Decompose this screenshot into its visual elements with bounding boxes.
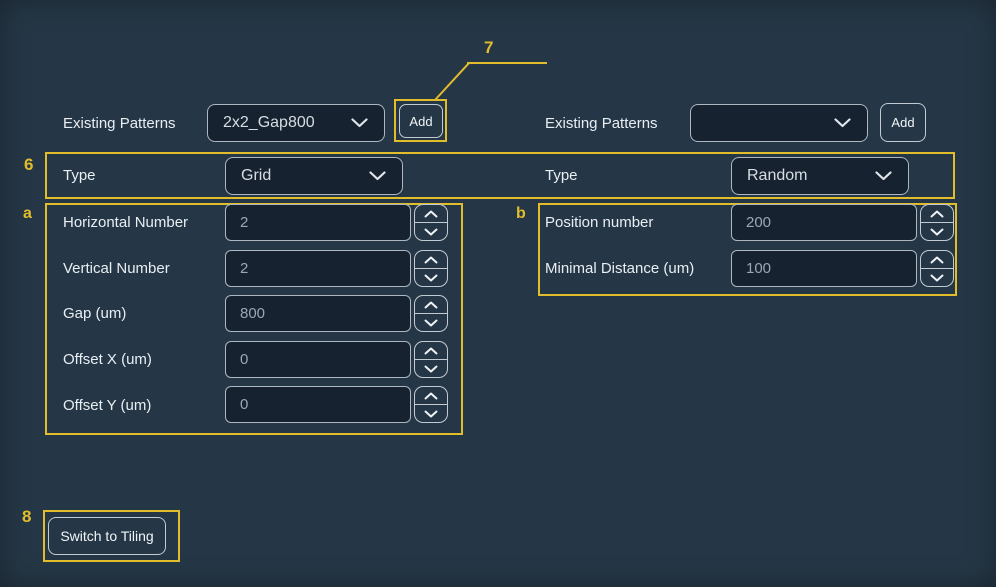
chevron-down-icon (930, 274, 944, 282)
add-pattern-button-right[interactable]: Add (880, 103, 926, 142)
type-label-left: Type (63, 167, 96, 184)
spinner-up-button[interactable] (415, 387, 447, 404)
chevron-down-icon (424, 228, 438, 236)
spinner-up-button[interactable] (921, 251, 953, 268)
existing-patterns-select-left[interactable]: 2x2_Gap800 (207, 104, 385, 142)
existing-patterns-selected-left: 2x2_Gap800 (223, 114, 315, 131)
panel-a-label: a (23, 205, 32, 222)
spinner-down-button[interactable] (415, 404, 447, 422)
minimal-distance-spinner (920, 250, 954, 287)
chevron-up-icon (930, 256, 944, 264)
existing-patterns-label-left: Existing Patterns (63, 115, 176, 132)
spinner-down-button[interactable] (415, 313, 447, 331)
chevron-down-icon (875, 171, 892, 181)
minimal-distance-input[interactable] (731, 250, 917, 287)
callout-7-line-horizontal (467, 62, 547, 64)
chevron-down-icon (424, 319, 438, 327)
grid-field-label: Offset Y (um) (63, 397, 152, 414)
chevron-up-icon (424, 210, 438, 218)
button-8-label: 8 (22, 507, 32, 526)
spinner-up-button[interactable] (415, 296, 447, 313)
random-field-label: Position number (545, 214, 654, 231)
spinner-up-button[interactable] (415, 342, 447, 359)
section-6-label: 6 (24, 155, 34, 174)
chevron-down-icon (424, 365, 438, 373)
existing-patterns-label-right: Existing Patterns (545, 115, 658, 132)
gap-spinner (414, 295, 448, 332)
existing-patterns-select-right[interactable] (690, 104, 868, 142)
chevron-down-icon (369, 171, 386, 181)
spinner-down-button[interactable] (415, 359, 447, 377)
switch-to-tiling-button[interactable]: Switch to Tiling (48, 517, 166, 555)
position-number-input[interactable] (731, 204, 917, 241)
grid-field-label: Gap (um) (63, 305, 127, 322)
position-number-spinner (920, 204, 954, 241)
type-selected-right: Random (747, 167, 808, 184)
spinner-down-button[interactable] (415, 268, 447, 286)
grid-field-label: Horizontal Number (63, 214, 189, 231)
chevron-up-icon (424, 347, 438, 355)
chevron-down-icon (930, 228, 944, 236)
type-label-right: Type (545, 167, 578, 184)
random-field-label: Minimal Distance (um) (545, 260, 695, 277)
panel-b-label: b (516, 205, 526, 222)
chevron-down-icon (424, 274, 438, 282)
chevron-up-icon (930, 210, 944, 218)
type-selected-left: Grid (241, 167, 272, 184)
vertical-number-input[interactable] (225, 250, 411, 287)
chevron-up-icon (424, 392, 438, 400)
callout-7-line-diagonal (434, 61, 471, 101)
callout-7-label: 7 (484, 38, 494, 57)
type-select-left[interactable]: Grid (225, 157, 403, 195)
offset-y-spinner (414, 386, 448, 423)
chevron-up-icon (424, 301, 438, 309)
vertical-number-spinner (414, 250, 448, 287)
add-pattern-button-left[interactable]: Add (399, 104, 443, 138)
horizontal-number-input[interactable] (225, 204, 411, 241)
horizontal-number-spinner (414, 204, 448, 241)
spinner-up-button[interactable] (415, 205, 447, 222)
chevron-up-icon (424, 256, 438, 264)
offset-x-spinner (414, 341, 448, 378)
gap-input[interactable] (225, 295, 411, 332)
spinner-down-button[interactable] (415, 222, 447, 240)
offset-x-input[interactable] (225, 341, 411, 378)
spinner-down-button[interactable] (921, 222, 953, 240)
chevron-down-icon (834, 118, 851, 128)
spinner-up-button[interactable] (415, 251, 447, 268)
type-select-right[interactable]: Random (731, 157, 909, 195)
spinner-up-button[interactable] (921, 205, 953, 222)
grid-field-label: Offset X (um) (63, 351, 152, 368)
chevron-down-icon (351, 118, 368, 128)
chevron-down-icon (424, 410, 438, 418)
grid-field-label: Vertical Number (63, 260, 170, 277)
spinner-down-button[interactable] (921, 268, 953, 286)
offset-y-input[interactable] (225, 386, 411, 423)
